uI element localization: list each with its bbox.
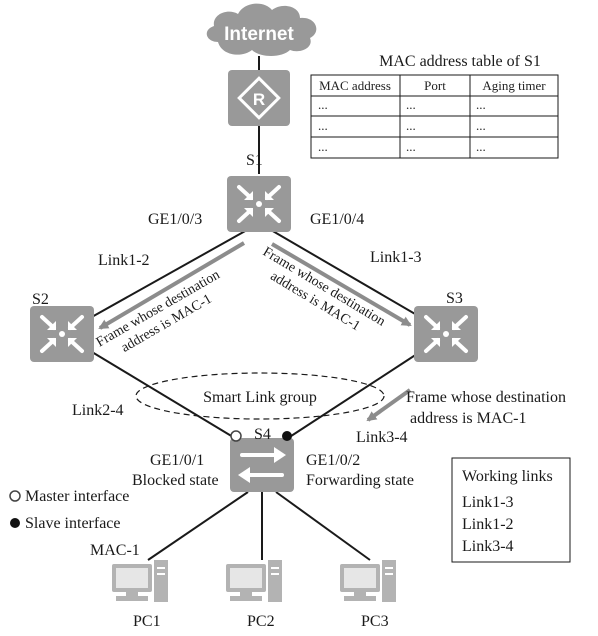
pc-icon-pc3 [339, 559, 397, 603]
pc3-label: PC3 [361, 613, 389, 630]
frame-label-left: Frame whose destination address is MAC-1 [94, 267, 223, 355]
table-header-port: Port [424, 78, 446, 93]
port-ge1-0-4: GE1/0/4 [310, 211, 364, 228]
table-cell: ... [318, 118, 328, 133]
frame-label-right-line2: address is MAC-1 [410, 410, 526, 427]
link1-2-line [89, 229, 248, 319]
working-links-box: Working links Link1-3 Link1-2 Link3-4 [451, 457, 571, 563]
forwarding-state-label: Forwarding state [306, 472, 414, 489]
port-ge1-0-3: GE1/0/3 [148, 211, 202, 228]
blocked-state-label: Blocked state [132, 472, 219, 489]
s3-label: S3 [446, 290, 463, 307]
pc1-label: PC1 [133, 613, 161, 630]
table-cell: ... [318, 97, 328, 112]
switch-icon-s1 [225, 174, 293, 234]
master-legend-marker [9, 490, 21, 502]
table-cell: ... [476, 97, 486, 112]
table-header-aging: Aging timer [482, 78, 546, 93]
s4-label: S4 [254, 426, 271, 443]
link2-4-label: Link2-4 [72, 402, 124, 419]
router-symbol: R [253, 90, 265, 109]
mac-1-label: MAC-1 [90, 542, 140, 559]
working-links-title: Working links [462, 468, 553, 485]
slave-legend-marker [10, 518, 20, 528]
slave-interface-marker [282, 431, 292, 441]
smart-link-group-label: Smart Link group [203, 389, 317, 406]
s4-pc1-link [147, 491, 249, 561]
pc2-label: PC2 [247, 613, 275, 630]
switch-icon-s3 [412, 304, 480, 364]
mac-address-table: MAC address table of S1 MAC address Port… [310, 53, 559, 159]
table-header-mac: MAC address [319, 78, 391, 93]
table-cell: ... [406, 97, 416, 112]
table-cell: ... [476, 139, 486, 154]
frame-label-right-line1: Frame whose destination [406, 389, 566, 406]
frame-label-mid: Frame whose destination address is MAC-1 [260, 245, 388, 335]
slave-interface-legend: Slave interface [25, 515, 121, 532]
link3-4-line [284, 351, 421, 441]
link1-3-line [270, 229, 423, 319]
router-icon: R [228, 70, 290, 126]
port-ge1-0-1: GE1/0/1 [150, 452, 204, 469]
internet-cloud: Internet [206, 3, 317, 57]
working-link-item: Link1-3 [462, 494, 514, 511]
master-interface-legend: Master interface [25, 488, 129, 505]
smart-link-group-ellipse [135, 372, 385, 420]
s1-label: S1 [246, 152, 263, 169]
table-cell: ... [406, 139, 416, 154]
s4-pc3-link [275, 491, 371, 561]
link1-2-label: Link1-2 [98, 252, 150, 269]
table-cell: ... [406, 118, 416, 133]
switch-icon-s2 [28, 304, 96, 364]
working-link-item: Link3-4 [462, 538, 514, 555]
link3-4-label: Link3-4 [356, 429, 408, 446]
table-cell: ... [476, 118, 486, 133]
table-title: MAC address table of S1 [379, 53, 541, 70]
frame-arrow-to-s3 [270, 242, 412, 327]
table-cell: ... [318, 139, 328, 154]
pc-icon-pc1 [111, 559, 169, 603]
switch-icon-s4 [230, 438, 294, 492]
master-interface-marker [230, 430, 242, 442]
frame-arrow-to-s4 [366, 388, 412, 422]
link1-3-label: Link1-3 [370, 249, 422, 266]
s2-label: S2 [32, 291, 49, 308]
link2-4-line [91, 351, 239, 441]
internet-label: Internet [224, 24, 294, 45]
working-link-item: Link1-2 [462, 516, 514, 533]
frame-arrow-to-s2 [98, 241, 246, 330]
pc-icon-pc2 [225, 559, 283, 603]
port-ge1-0-2: GE1/0/2 [306, 452, 360, 469]
